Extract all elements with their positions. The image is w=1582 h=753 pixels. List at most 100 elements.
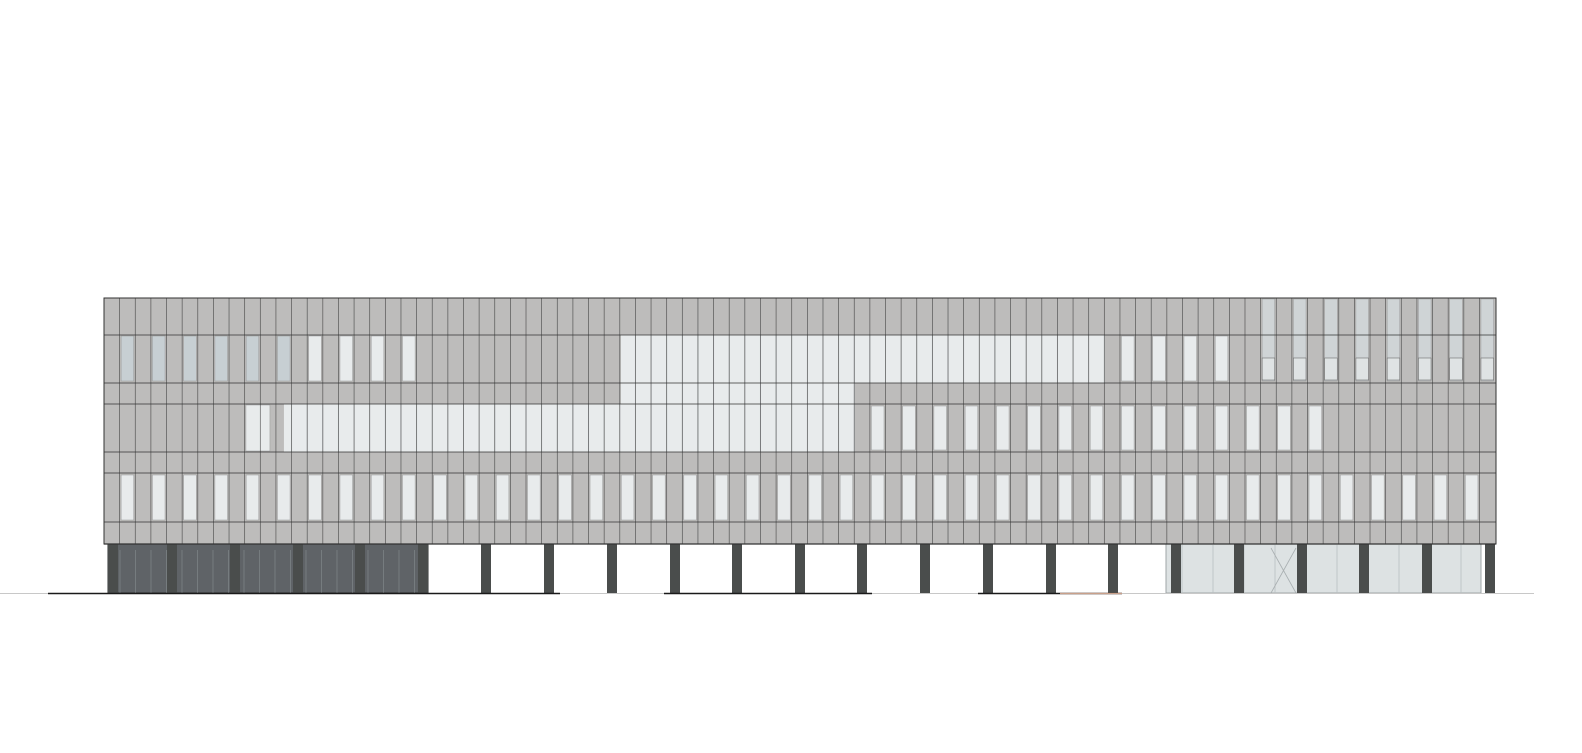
window-floor2 xyxy=(964,405,979,451)
window-floor1 xyxy=(308,474,322,521)
pilotis-columns xyxy=(108,544,1495,593)
window-floor2 xyxy=(245,404,271,452)
ribbon-window-floor3 xyxy=(621,335,1105,383)
window-floor3 xyxy=(1214,335,1229,382)
window-floor1 xyxy=(1214,474,1229,521)
window-floor1 xyxy=(214,474,228,521)
window-floor1 xyxy=(527,474,541,521)
column xyxy=(230,544,240,593)
window-floor1 xyxy=(152,474,166,521)
window-floor3 xyxy=(277,335,291,382)
column xyxy=(670,544,680,593)
window-floor2 xyxy=(1183,405,1197,451)
window-floor3 xyxy=(1152,335,1166,382)
window-floor1 xyxy=(1183,474,1197,521)
window-floor1 xyxy=(120,474,135,521)
column xyxy=(920,544,930,593)
window-floor1 xyxy=(933,474,947,521)
window-floor1 xyxy=(589,474,603,521)
window-floor1 xyxy=(1277,474,1291,521)
window-floor1 xyxy=(902,474,916,521)
window-floor3 xyxy=(308,335,322,382)
window-floor1 xyxy=(433,474,447,521)
window-floor3 xyxy=(214,335,228,382)
window-floor3 xyxy=(370,335,385,382)
window-floor1 xyxy=(746,474,760,521)
door-swing-line xyxy=(1270,547,1297,594)
window-floor1 xyxy=(370,474,385,521)
window-floor1 xyxy=(1027,474,1041,521)
window-floor3 xyxy=(1183,335,1197,382)
window-floor1 xyxy=(621,474,635,521)
window-floor1 xyxy=(183,474,197,521)
window-floor1 xyxy=(1465,474,1479,521)
window-floor1 xyxy=(964,474,979,521)
column xyxy=(732,544,742,593)
window-floor2 xyxy=(1214,405,1229,451)
window-floor3 xyxy=(120,335,135,382)
window-floor1 xyxy=(683,474,697,521)
louvre-window xyxy=(1449,357,1463,381)
window-floor1 xyxy=(1402,474,1416,521)
ribbon-window-floor3-connector xyxy=(621,383,855,404)
window-floor3 xyxy=(402,335,416,382)
louvre-window xyxy=(1324,357,1338,381)
window-floor2 xyxy=(1152,405,1166,451)
window-floor1 xyxy=(1152,474,1166,521)
window-floor2 xyxy=(1246,405,1260,451)
window-floor2 xyxy=(871,405,885,451)
louvre-window xyxy=(1480,357,1494,381)
window-floor1 xyxy=(1121,474,1135,521)
ribbon-window-floor2 xyxy=(283,404,855,452)
window-floor1 xyxy=(871,474,885,521)
window-floor2 xyxy=(1121,405,1135,451)
column xyxy=(1297,544,1307,593)
column xyxy=(1171,544,1181,593)
upper-facade xyxy=(103,297,1497,545)
window-floor2 xyxy=(902,405,916,451)
column xyxy=(167,544,177,593)
window-floor1 xyxy=(1371,474,1385,521)
column xyxy=(418,544,428,593)
window-floor1 xyxy=(1089,474,1104,521)
column xyxy=(544,544,554,593)
window-floor1 xyxy=(339,474,353,521)
window-floor1 xyxy=(1433,474,1447,521)
column xyxy=(1359,544,1369,593)
window-floor1 xyxy=(1308,474,1322,521)
window-floor1 xyxy=(496,474,510,521)
column xyxy=(607,544,617,593)
window-floor3 xyxy=(339,335,353,382)
column xyxy=(355,544,365,593)
louvre-window xyxy=(1261,357,1276,381)
window-floor2 xyxy=(1308,405,1322,451)
window-floor1 xyxy=(839,474,853,521)
louvre-window xyxy=(1355,357,1369,381)
column xyxy=(108,544,118,593)
louvre-window xyxy=(1418,357,1432,381)
window-floor2 xyxy=(1058,405,1072,451)
window-floor1 xyxy=(558,474,572,521)
window-floor1 xyxy=(652,474,666,521)
glazed-entrance-dark xyxy=(107,543,429,594)
window-floor1 xyxy=(996,474,1010,521)
window-floor2 xyxy=(933,405,947,451)
window-floor3 xyxy=(245,335,260,382)
louvre-window xyxy=(1386,357,1401,381)
window-floor1 xyxy=(464,474,478,521)
window-floor3 xyxy=(1121,335,1135,382)
column xyxy=(1234,544,1244,593)
column xyxy=(1046,544,1056,593)
window-floor1 xyxy=(808,474,822,521)
window-floor3 xyxy=(152,335,166,382)
column xyxy=(857,544,867,593)
window-floor1 xyxy=(277,474,291,521)
column xyxy=(983,544,993,593)
column xyxy=(1485,544,1495,593)
window-floor1 xyxy=(777,474,791,521)
window-floor1 xyxy=(1246,474,1260,521)
window-floor1 xyxy=(714,474,728,521)
window-floor3 xyxy=(183,335,197,382)
window-floor1 xyxy=(1058,474,1072,521)
